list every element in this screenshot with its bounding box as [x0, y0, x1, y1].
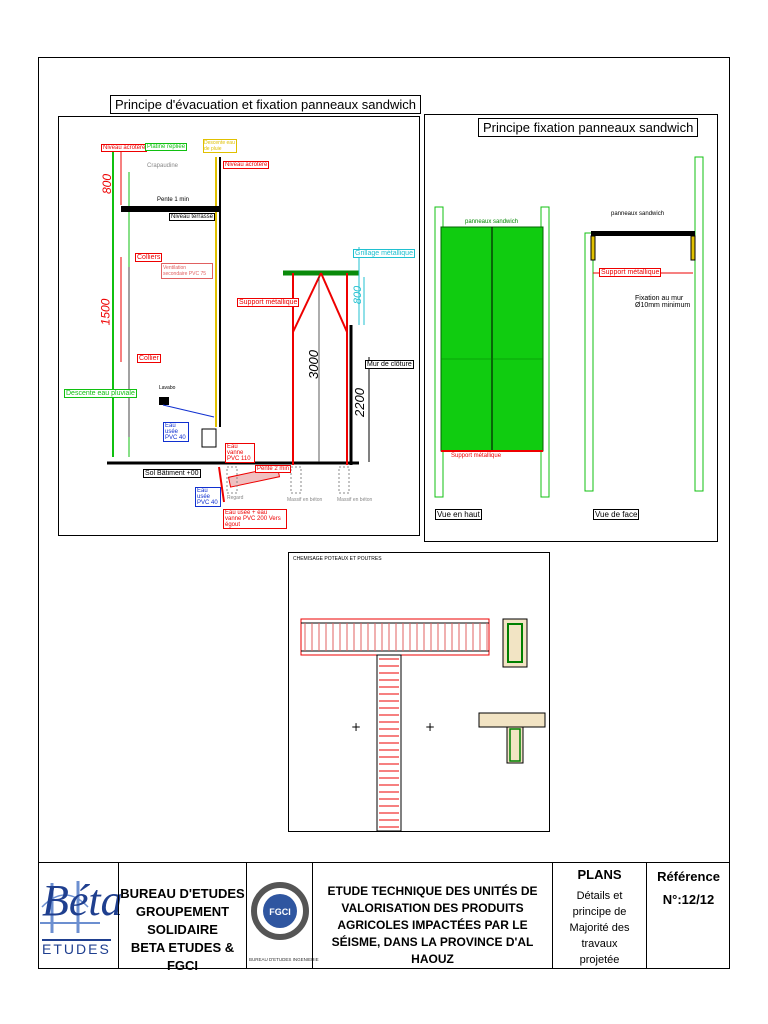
- dimension-1500: 1500: [98, 298, 113, 326]
- chemisage-title: CHEMISAGE POTEAUX ET POUTRES: [293, 556, 382, 562]
- label-massif-1: Massif en béton: [287, 497, 323, 503]
- bridge-icon: [40, 881, 100, 933]
- fgci-logo: FGCI: [251, 882, 309, 940]
- label-eau-usee-vanne: Eau usée + eau vanne PVC 200 Vers égout: [223, 509, 287, 529]
- vue-de-face-label: Vue de face: [593, 509, 640, 520]
- label-eau-vanne: Eau vanne PVC 110: [225, 443, 255, 463]
- plans-subtitle: Détails et principe de Majorité des trav…: [569, 890, 630, 966]
- label-support-metallique-2: Support métallique: [599, 268, 662, 277]
- reference-title: Référence: [657, 869, 720, 884]
- label-sol-batiment: Sol Bâtiment +00: [143, 469, 201, 478]
- reference-cell: Référence N°:12/12: [646, 863, 730, 969]
- dimension-800-top: 800: [100, 173, 115, 195]
- dimension-800-right: 800: [352, 285, 365, 305]
- label-descente-eau-pluie: Descente eau de pluie: [203, 139, 237, 153]
- label-panneaux-sandwich-2: panneaux sandwich: [611, 211, 665, 217]
- chemisage-diagram: + +: [300, 618, 546, 832]
- dimension-3000: 3000: [305, 350, 321, 379]
- label-niveau-terrasse: Niveau terrasse: [169, 213, 216, 221]
- label-ventilation: Ventilation secondaire PVC 75: [161, 263, 213, 279]
- fixation-panel-title: Principe fixation panneaux sandwich: [478, 118, 699, 137]
- reference-value: N°:12/12: [662, 892, 715, 907]
- label-support-metallique-1: Support métallique: [451, 453, 502, 459]
- label-niveau-acrotere-1: Niveau acrotère: [101, 144, 148, 152]
- label-collier: Collier: [137, 354, 161, 363]
- label-descente-eau-pluviale: Descente eau pluviale: [64, 389, 137, 398]
- label-pente-1: Pente 1 min: [157, 197, 190, 203]
- beta-etudes-logo: Béta ETUDES: [38, 863, 123, 969]
- title-block: Béta ETUDES BUREAU D'ETUDES GROUPEMENT S…: [38, 862, 730, 973]
- chemisage-panel: CHEMISAGE POTEAUX ET POUTRES + +: [288, 552, 550, 832]
- label-support-metallique: Support métallique: [237, 298, 300, 307]
- drawing-sheet: [38, 57, 730, 969]
- bureau-cell: BUREAU D'ETUDES GROUPEMENT SOLIDAIRE BET…: [118, 863, 246, 973]
- label-lavabo: Lavabo: [159, 385, 176, 391]
- label-crapaudine: Crapaudine: [147, 163, 179, 169]
- label-pente-2: Pente 2 min: [255, 465, 292, 473]
- bureau-line-1: BUREAU D'ETUDES: [120, 886, 245, 901]
- beta-logo-sub: ETUDES: [42, 939, 111, 957]
- label-regard: Regard: [227, 495, 244, 501]
- evacuation-panel: 800 1500 3000 800 2200 Niveau acrotère P…: [58, 116, 420, 536]
- plans-cell: PLANS Détails et principe de Majorité de…: [552, 863, 646, 969]
- bureau-line-3: BETA ETUDES & FGCI: [130, 940, 235, 973]
- fgci-logo-text: FGCI: [269, 907, 291, 917]
- label-mur-cloture: Mur de clôture: [365, 360, 414, 369]
- project-description: ETUDE TECHNIQUE DES UNITÉS DE VALORISATI…: [327, 884, 538, 966]
- svg-text:+: +: [425, 720, 435, 734]
- beta-logo-main: Béta: [42, 876, 123, 925]
- label-fixation-mur: Fixation au mur Ø10mm minimum: [635, 295, 691, 309]
- project-cell: ETUDE TECHNIQUE DES UNITÉS DE VALORISATI…: [312, 863, 552, 969]
- vue-en-haut-label: Vue en haut: [435, 509, 482, 520]
- label-platine-repliee: Platine repliée: [145, 143, 188, 151]
- plans-title: PLANS: [577, 867, 622, 882]
- label-grillage: Grillage métallique: [353, 249, 415, 258]
- evacuation-panel-title: Principe d'évacuation et fixation pannea…: [110, 95, 421, 114]
- label-eau-usee-2: Eau usée PVC 40: [195, 487, 221, 507]
- svg-text:+: +: [351, 720, 361, 734]
- label-colliers: Colliers: [135, 253, 163, 262]
- fgci-caption: BUREAU D'ETUDES INGENIERIE: [249, 957, 319, 962]
- label-niveau-acrotere-2: Niveau acrotère: [223, 161, 270, 169]
- fgci-logo-cell: FGCI BUREAU D'ETUDES INGENIERIE: [246, 863, 319, 969]
- fixation-diagram: [434, 156, 704, 498]
- label-panneaux-sandwich-1: panneaux sandwich: [465, 219, 519, 225]
- label-massif-2: Massif en béton: [337, 497, 373, 503]
- label-eau-usee-1: Eau usée PVC 40: [163, 422, 189, 442]
- dimension-2200: 2200: [351, 388, 367, 417]
- bureau-line-2: GROUPEMENT SOLIDAIRE: [135, 904, 230, 937]
- fixation-panel: panneaux sandwich Support métallique Vue…: [424, 114, 718, 542]
